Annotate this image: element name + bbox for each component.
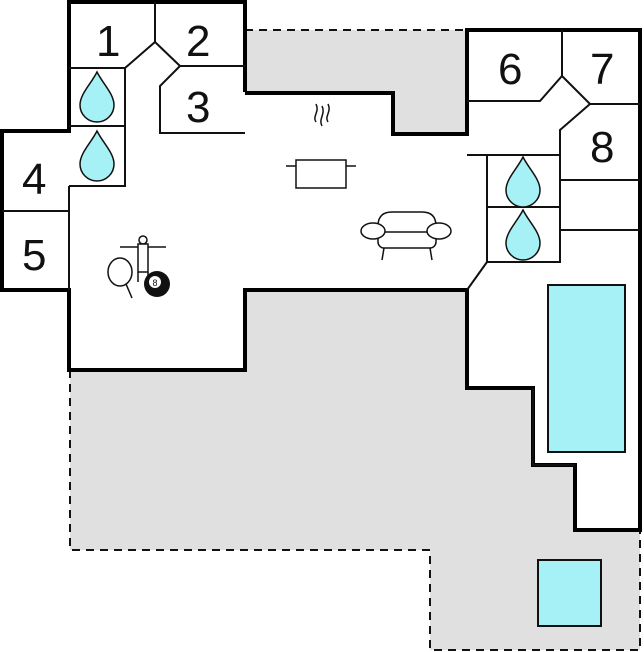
terrace-bottom-border (69, 370, 641, 651)
water-drop-icon (505, 208, 541, 261)
water-drop-icon (505, 155, 541, 208)
room-label-2: 2 (186, 17, 210, 66)
room-labels: 1 2 3 4 5 6 7 8 (22, 17, 614, 280)
room-label-4: 4 (22, 155, 46, 204)
table-tennis-icon (107, 257, 133, 299)
outer-walls (0, 0, 642, 532)
room-label-7: 7 (590, 45, 614, 94)
room-label-6: 6 (498, 45, 522, 94)
pools (537, 284, 626, 627)
swimming-pool (547, 284, 626, 453)
small-pool (537, 559, 602, 627)
room-label-5: 5 (22, 231, 46, 280)
water-drop-icon (79, 70, 115, 123)
interior-walls (2, 2, 640, 466)
water-drop-icon (79, 129, 115, 182)
room-label-8: 8 (590, 123, 614, 172)
terrace-bottom (70, 290, 640, 650)
wall-left-block (0, 0, 642, 532)
bathroom-icons (79, 70, 541, 261)
billiard-ball-number: 8 (152, 278, 157, 288)
cooking-pot-icon (286, 103, 356, 189)
sofa-icon (360, 211, 452, 261)
room-label-1: 1 (96, 17, 120, 66)
room-label-3: 3 (186, 83, 210, 132)
billiard-ball-icon: 8 (144, 271, 170, 297)
